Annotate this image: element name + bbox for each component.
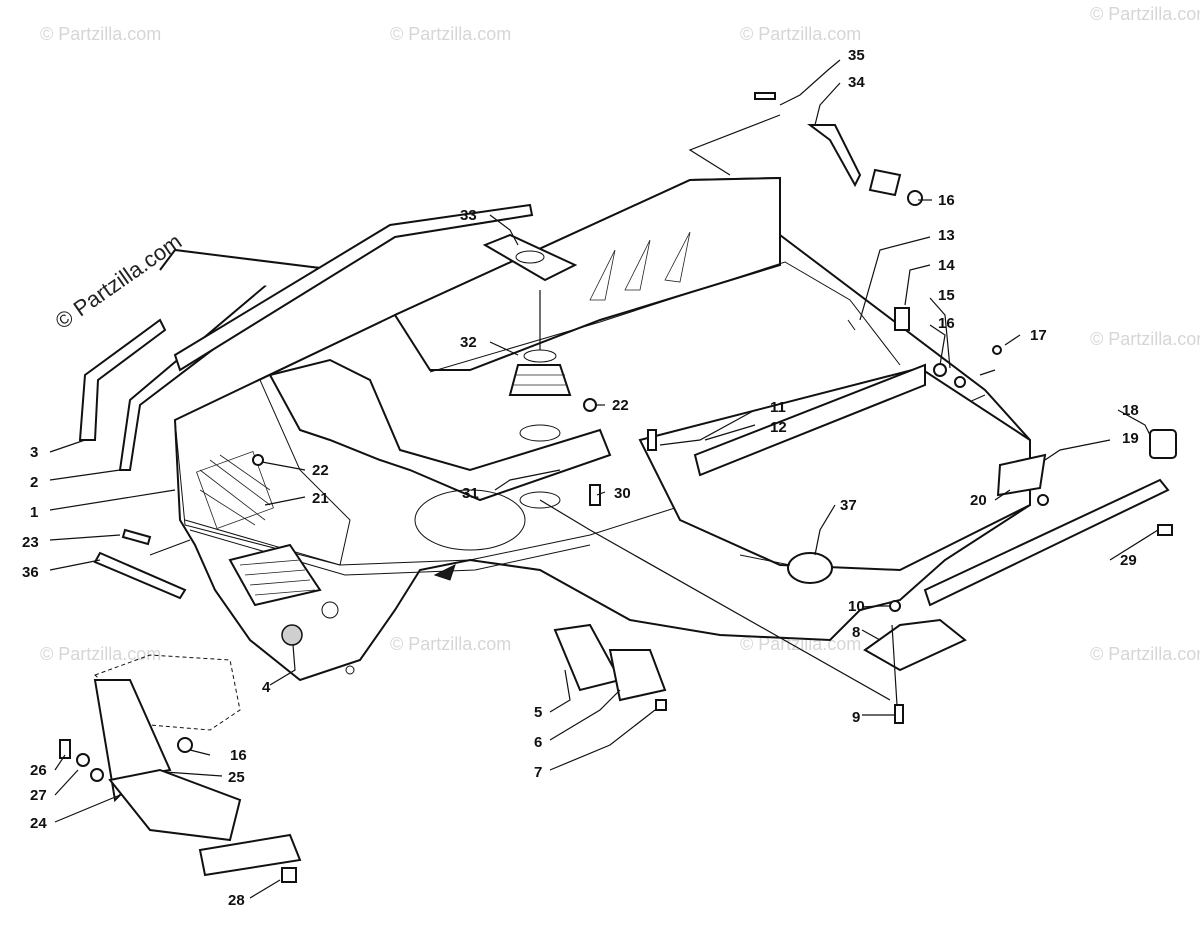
callout-10: 10 <box>848 598 865 615</box>
callout-7: 7 <box>534 764 542 781</box>
callout-6: 6 <box>534 734 542 751</box>
watermark-text: © Partzilla.com <box>1090 644 1200 664</box>
callout-27: 27 <box>30 787 47 804</box>
callout-21: 21 <box>312 490 329 507</box>
callout-2: 2 <box>30 474 38 491</box>
callout-35: 35 <box>848 47 865 64</box>
callout-24: 24 <box>30 815 47 832</box>
inset-detail <box>93 654 302 877</box>
callout-16: 16 <box>938 315 955 332</box>
callout-15: 15 <box>938 287 955 304</box>
callout-11: 11 <box>770 399 786 416</box>
trim-strip-3 <box>78 318 167 441</box>
callout-36: 36 <box>22 564 39 581</box>
grommet-4 <box>281 624 303 646</box>
callout-28: 28 <box>228 892 245 909</box>
upper-trim-strip <box>173 203 534 372</box>
callout-32: 32 <box>460 334 477 351</box>
callout-33: 33 <box>460 207 477 224</box>
latch-8 <box>863 618 967 672</box>
callout-5: 5 <box>534 704 542 721</box>
boot-32 <box>508 349 572 396</box>
strip-36 <box>93 551 187 600</box>
watermark-text: © Partzilla.com <box>1090 329 1200 349</box>
bar-19 <box>923 478 1170 607</box>
reflector-20 <box>996 453 1047 497</box>
plate-33 <box>482 233 578 282</box>
watermark-text: © Partzilla.com <box>40 24 161 44</box>
clip-18 <box>1149 429 1177 459</box>
callout-37: 37 <box>840 497 857 514</box>
callout-34: 34 <box>848 74 865 91</box>
callout-16: 16 <box>938 192 955 209</box>
callout-3: 3 <box>30 444 38 461</box>
callout-29: 29 <box>1120 552 1137 569</box>
leader-lines <box>49 59 1159 899</box>
callout-4: 4 <box>262 679 271 696</box>
callout-22: 22 <box>612 397 629 414</box>
callout-23: 23 <box>22 534 39 551</box>
callout-20: 20 <box>970 492 987 509</box>
callout-19: 19 <box>1122 430 1139 447</box>
watermark-text: © Partzilla.com <box>40 644 161 664</box>
callout-9: 9 <box>852 709 860 726</box>
callout-25: 25 <box>228 769 245 786</box>
light-assembly-5 <box>553 623 667 702</box>
strip-12 <box>693 363 926 477</box>
callout-18: 18 <box>1122 402 1139 419</box>
callout-30: 30 <box>614 485 631 502</box>
watermark-text: © Partzilla.com <box>390 634 511 654</box>
callout-1: 1 <box>30 504 38 521</box>
watermark-text: © Partzilla.com <box>740 24 861 44</box>
callout-12: 12 <box>770 419 787 436</box>
callout-14: 14 <box>938 257 955 274</box>
callout-22: 22 <box>312 462 329 479</box>
bracket-34 <box>807 124 902 197</box>
callout-8: 8 <box>852 624 860 641</box>
callout-26: 26 <box>30 762 47 779</box>
watermark-text: © Partzilla.com <box>390 24 511 44</box>
callout-13: 13 <box>938 227 955 244</box>
callout-31: 31 <box>462 485 479 502</box>
light-37 <box>739 552 833 584</box>
callout-17: 17 <box>1030 327 1047 344</box>
callout-labels: 35 34 16 33 13 14 15 16 17 32 22 11 12 1… <box>22 47 1139 909</box>
watermark-main: © Partzilla.com <box>51 229 187 335</box>
callout-16: 16 <box>230 747 247 764</box>
watermark-text: © Partzilla.com <box>1090 4 1200 24</box>
